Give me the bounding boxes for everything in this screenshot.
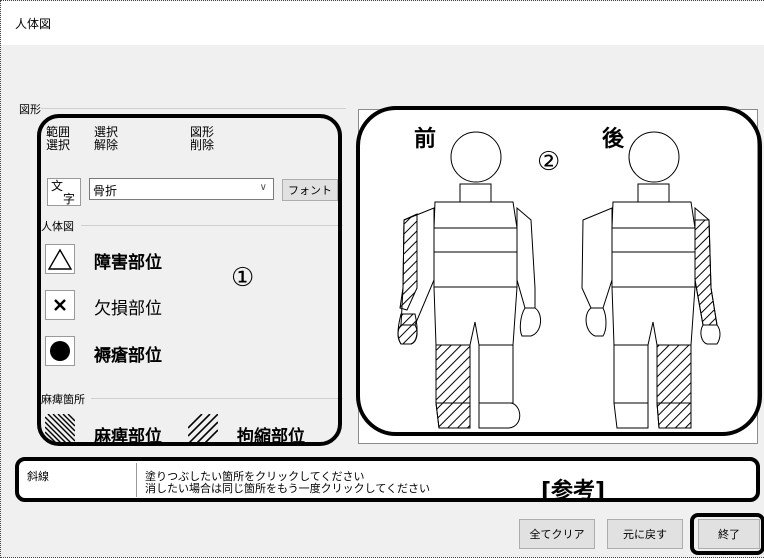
exit-button[interactable]: 終了: [698, 519, 760, 549]
front-label: 前: [414, 126, 436, 152]
instruction-text: 塗りつぶしたい箇所をクリックしてください 消したい場合は同じ箇所をもう一度クリッ…: [145, 470, 431, 495]
missing-label: 欠損部位: [94, 299, 162, 319]
filled-circle-icon[interactable]: [45, 336, 75, 366]
undo-button[interactable]: 元に戻す: [607, 519, 683, 549]
pressure-sore-label: 褥瘡部位: [94, 346, 162, 366]
window-title: 人体図: [15, 17, 52, 31]
reference-label: [参考]: [541, 479, 606, 504]
clear-all-button[interactable]: 全てクリア: [519, 519, 595, 549]
body-figure-drawing[interactable]: 前 後: [359, 110, 759, 445]
mode-label: 斜線: [27, 470, 49, 483]
triangle-icon[interactable]: [45, 244, 75, 274]
annotation-outline-1: [37, 114, 342, 446]
text-select-value: 骨折: [93, 184, 118, 198]
back-label: 後: [602, 126, 625, 152]
font-button[interactable]: フォント: [282, 179, 338, 201]
title-bar: 人体図: [1, 1, 764, 45]
impairment-label: 障害部位: [94, 253, 162, 273]
shape-group-divider: [41, 108, 346, 109]
body-group-label: 人体図: [41, 220, 74, 233]
annotation-number-2: ②: [537, 147, 561, 177]
info-bar: [15, 457, 760, 502]
chevron-down-icon: ∨: [259, 182, 267, 193]
exit-annotation-outline: [690, 513, 764, 555]
delete-shape-button[interactable]: 図形 削除: [190, 125, 215, 152]
paralysis-group-label: 麻痺箇所: [41, 393, 85, 406]
text-select[interactable]: 骨折 ∨: [89, 178, 274, 200]
text-insert-button[interactable]: 文 字: [47, 178, 81, 206]
body-figure-canvas[interactable]: 前 後: [358, 109, 758, 444]
info-divider: [136, 463, 137, 497]
body-group-divider: [81, 225, 343, 226]
paralysis-group-divider: [91, 398, 343, 399]
cross-icon[interactable]: [45, 290, 75, 320]
sparse-hatch-icon[interactable]: [187, 413, 219, 445]
shape-group-label: 図形: [19, 103, 41, 116]
annotation-number-1: ①: [231, 263, 255, 293]
deselect-button[interactable]: 選択 解除: [94, 125, 119, 152]
annotation-outline-2: [356, 106, 762, 436]
